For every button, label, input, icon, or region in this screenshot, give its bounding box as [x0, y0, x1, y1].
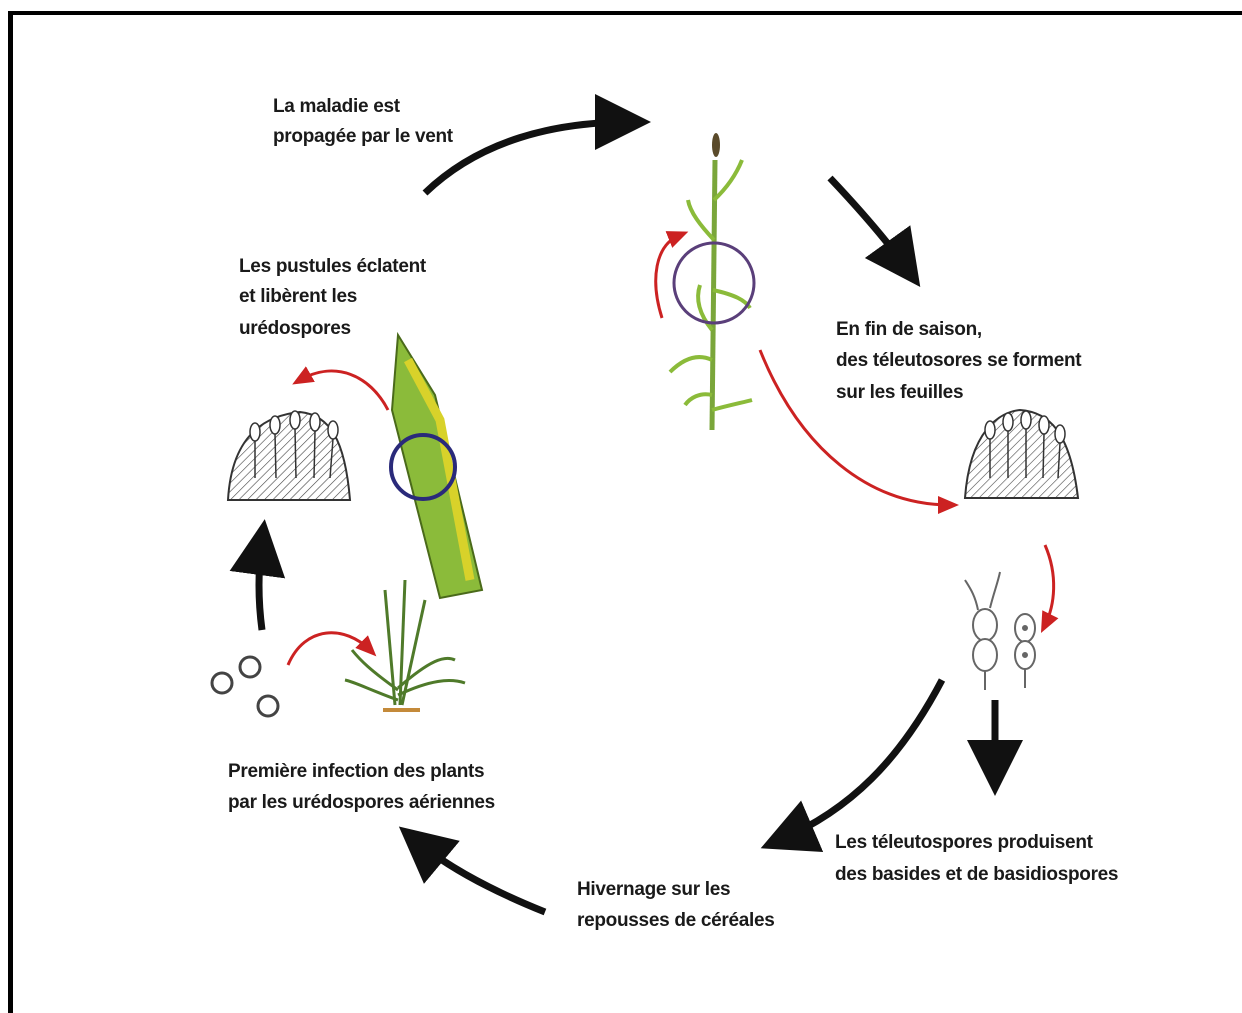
label-basides-line-2: des basides et de basidiospores	[835, 864, 1118, 885]
label-first-infection-line-1: Première infection des plants	[228, 761, 484, 782]
label-pustules-line-2: et libèrent les	[239, 286, 357, 307]
label-overwinter-line-1: Hivernage sur les	[577, 879, 730, 900]
label-basides: Les téleutospores produisent des basides…	[835, 832, 1118, 885]
red-arrow-plant-to-telia	[760, 350, 950, 505]
telia-section-icon	[965, 410, 1078, 498]
teliospore-basidia-icon	[965, 572, 1035, 690]
arrow-overwinter-to-infection	[415, 840, 545, 912]
red-arrow-telia-to-spores	[1045, 545, 1054, 625]
red-arrow-spores-to-seedling	[288, 633, 370, 665]
label-pustules-line-1: Les pustules éclatent	[239, 256, 427, 277]
uredinia-section-icon	[228, 411, 350, 500]
infected-leaf-icon	[391, 335, 482, 598]
arrow-infection-to-pustules	[259, 540, 262, 630]
label-end-season-line-2: des téleutosores se forment	[836, 350, 1082, 371]
label-wind-line-1: La maladie est	[273, 96, 401, 117]
wheat-plant-icon	[670, 133, 754, 430]
label-first-infection: Première infection des plants par les ur…	[228, 761, 495, 813]
label-first-infection-line-2: par les urédospores aériennes	[228, 792, 495, 813]
label-overwinter-line-2: repousses de céréales	[577, 910, 775, 931]
arrow-wind-to-plant	[425, 122, 630, 193]
red-arrow-plant-loop	[656, 235, 680, 318]
label-pustules-line-3: urédospores	[239, 318, 351, 339]
label-end-season-line-3: sur les feuilles	[836, 382, 963, 403]
urediniospores-icon	[212, 657, 278, 716]
arrow-plant-to-endseason	[830, 178, 908, 270]
arrow-basides-to-overwinter	[780, 680, 942, 840]
label-wind: La maladie est propagée par le vent	[273, 96, 454, 147]
red-arrow-leaf-to-uredinia	[300, 371, 388, 410]
label-pustules: Les pustules éclatent et libèrent les ur…	[239, 256, 427, 339]
label-basides-line-1: Les téleutospores produisent	[835, 832, 1094, 853]
label-wind-line-2: propagée par le vent	[273, 126, 454, 147]
label-overwinter: Hivernage sur les repousses de céréales	[577, 879, 775, 931]
label-end-season: En fin de saison, des téleutosores se fo…	[836, 319, 1082, 403]
label-end-season-line-1: En fin de saison,	[836, 319, 982, 340]
